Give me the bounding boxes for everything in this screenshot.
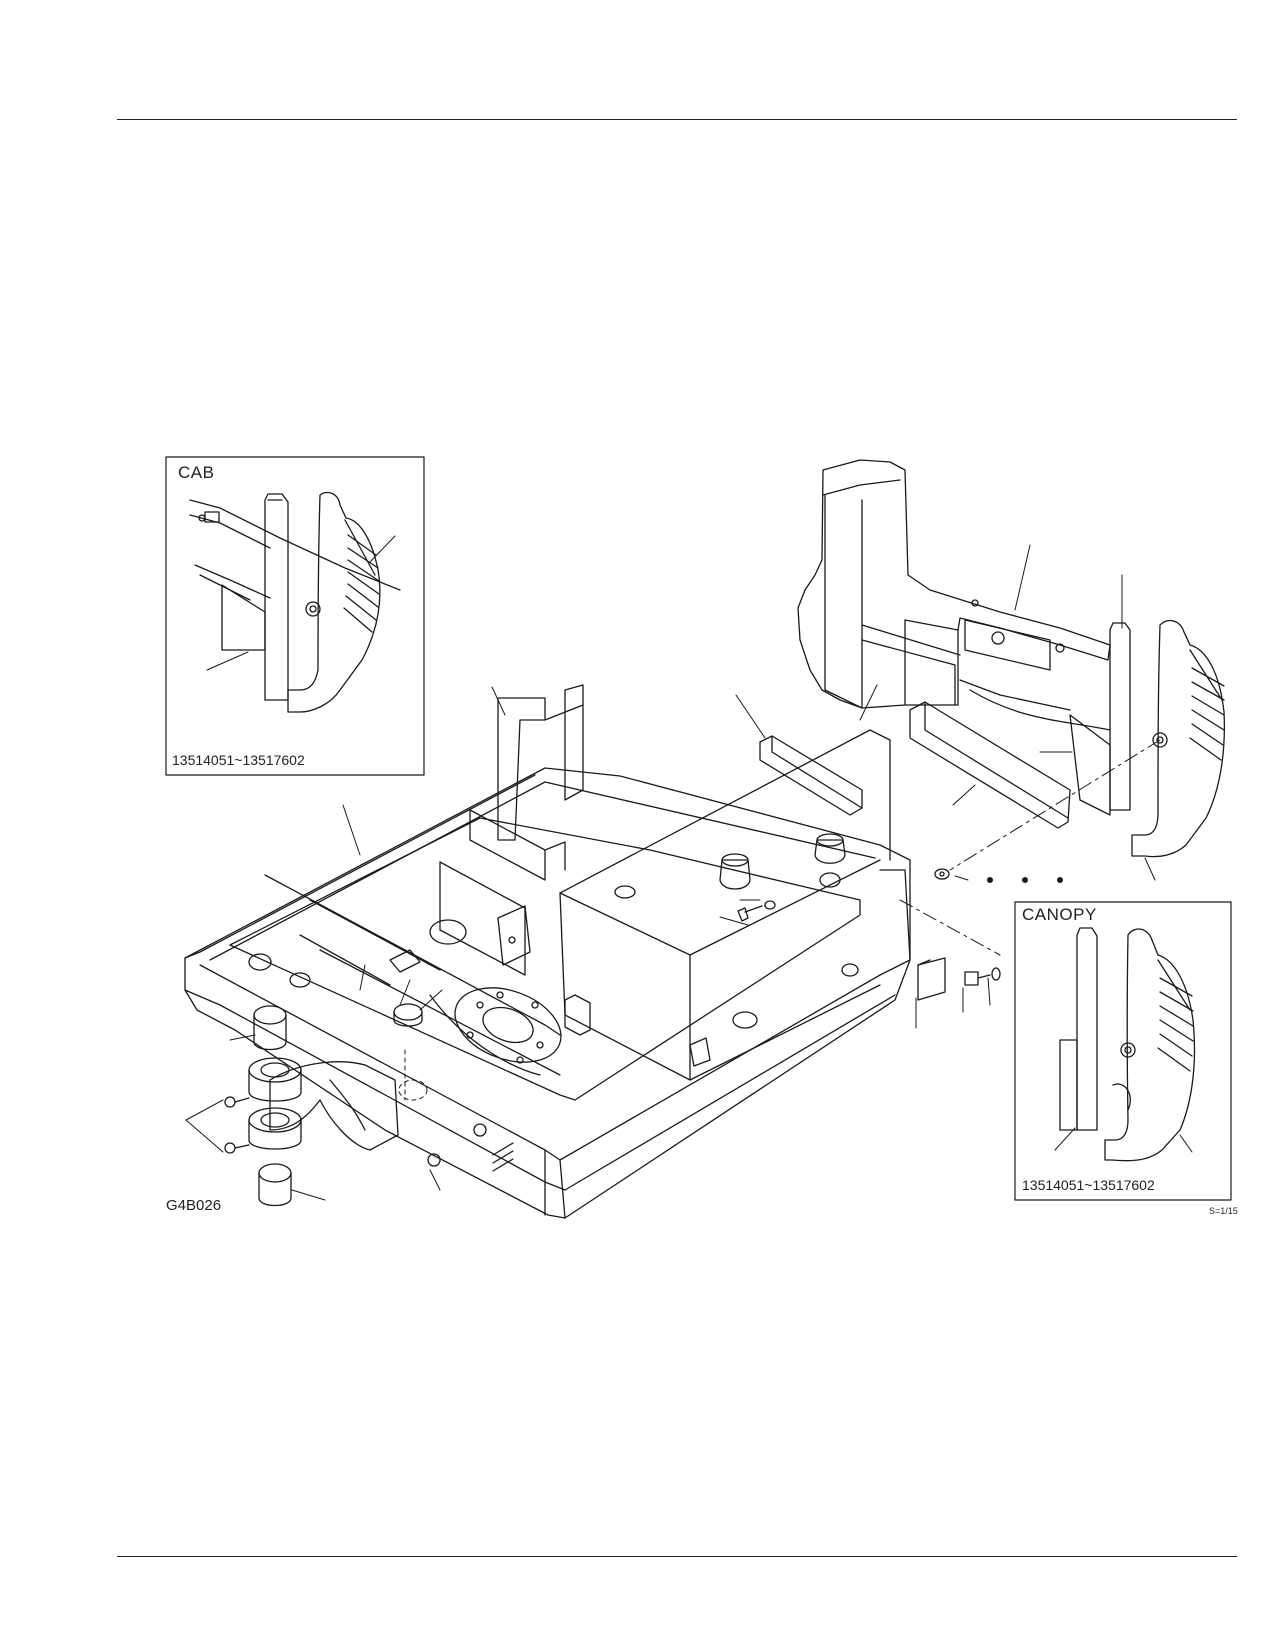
canopy-inset-serial: 13514051~13517602 xyxy=(1022,1177,1155,1193)
scale-label: S=1/15 xyxy=(1209,1206,1238,1216)
canopy-inset-title: CANOPY xyxy=(1022,905,1097,924)
rear-cover-assembly xyxy=(735,459,1225,883)
canopy-inset-frame xyxy=(1014,901,1232,1201)
header-rule xyxy=(117,119,1237,120)
footer-rule xyxy=(117,1556,1237,1557)
revolving-frame xyxy=(184,684,1001,1219)
canopy-inset xyxy=(1014,901,1232,1201)
cab-inset-frame xyxy=(165,456,425,776)
cab-inset-title: CAB xyxy=(178,463,215,482)
cab-inset xyxy=(165,456,425,776)
figure-code: G4B026 xyxy=(166,1197,222,1214)
cab-inset-serial: 13514051~13517602 xyxy=(172,752,305,768)
